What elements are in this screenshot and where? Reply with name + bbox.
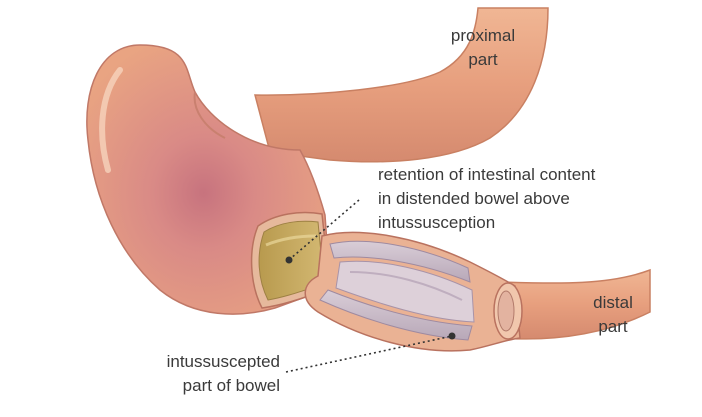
label-retention-line3: intussusception <box>378 213 496 232</box>
label-distal-part: distal part <box>578 291 648 339</box>
inner-sleeve-top <box>329 240 471 283</box>
content-sheen <box>265 234 317 247</box>
label-retention-line2: in distended bowel above <box>378 189 570 208</box>
junction-inner <box>497 290 515 332</box>
intussuscepted-leader-dot <box>448 332 456 340</box>
intussuscepted-lumen <box>335 260 475 323</box>
retention-leader-dot <box>285 256 293 264</box>
bowel-fold <box>193 91 226 139</box>
label-distal-line1: distal <box>593 293 633 312</box>
inner-fold <box>349 271 463 301</box>
proximal-bowel <box>254 7 549 163</box>
distal-bowel <box>499 268 651 340</box>
intussuscepted-leader-line <box>285 335 453 373</box>
label-distal-line2: part <box>598 317 628 336</box>
label-intussuscepted: intussuscepted part of bowel <box>118 350 280 398</box>
label-intussuscepted-line1: intussuscepted <box>166 352 280 371</box>
label-proximal-line2: part <box>468 50 498 69</box>
label-retention-line1: retention of intestinal content <box>378 165 596 184</box>
retention-leader-line <box>289 199 360 260</box>
label-retention: retention of intestinal content in diste… <box>378 163 595 235</box>
inner-sleeve-bottom <box>319 289 473 341</box>
bowel-highlight <box>99 67 123 173</box>
label-proximal-part: proximal part <box>433 24 533 72</box>
label-proximal-line1: proximal <box>450 26 516 45</box>
label-intussuscepted-line2: part of bowel <box>182 376 280 395</box>
